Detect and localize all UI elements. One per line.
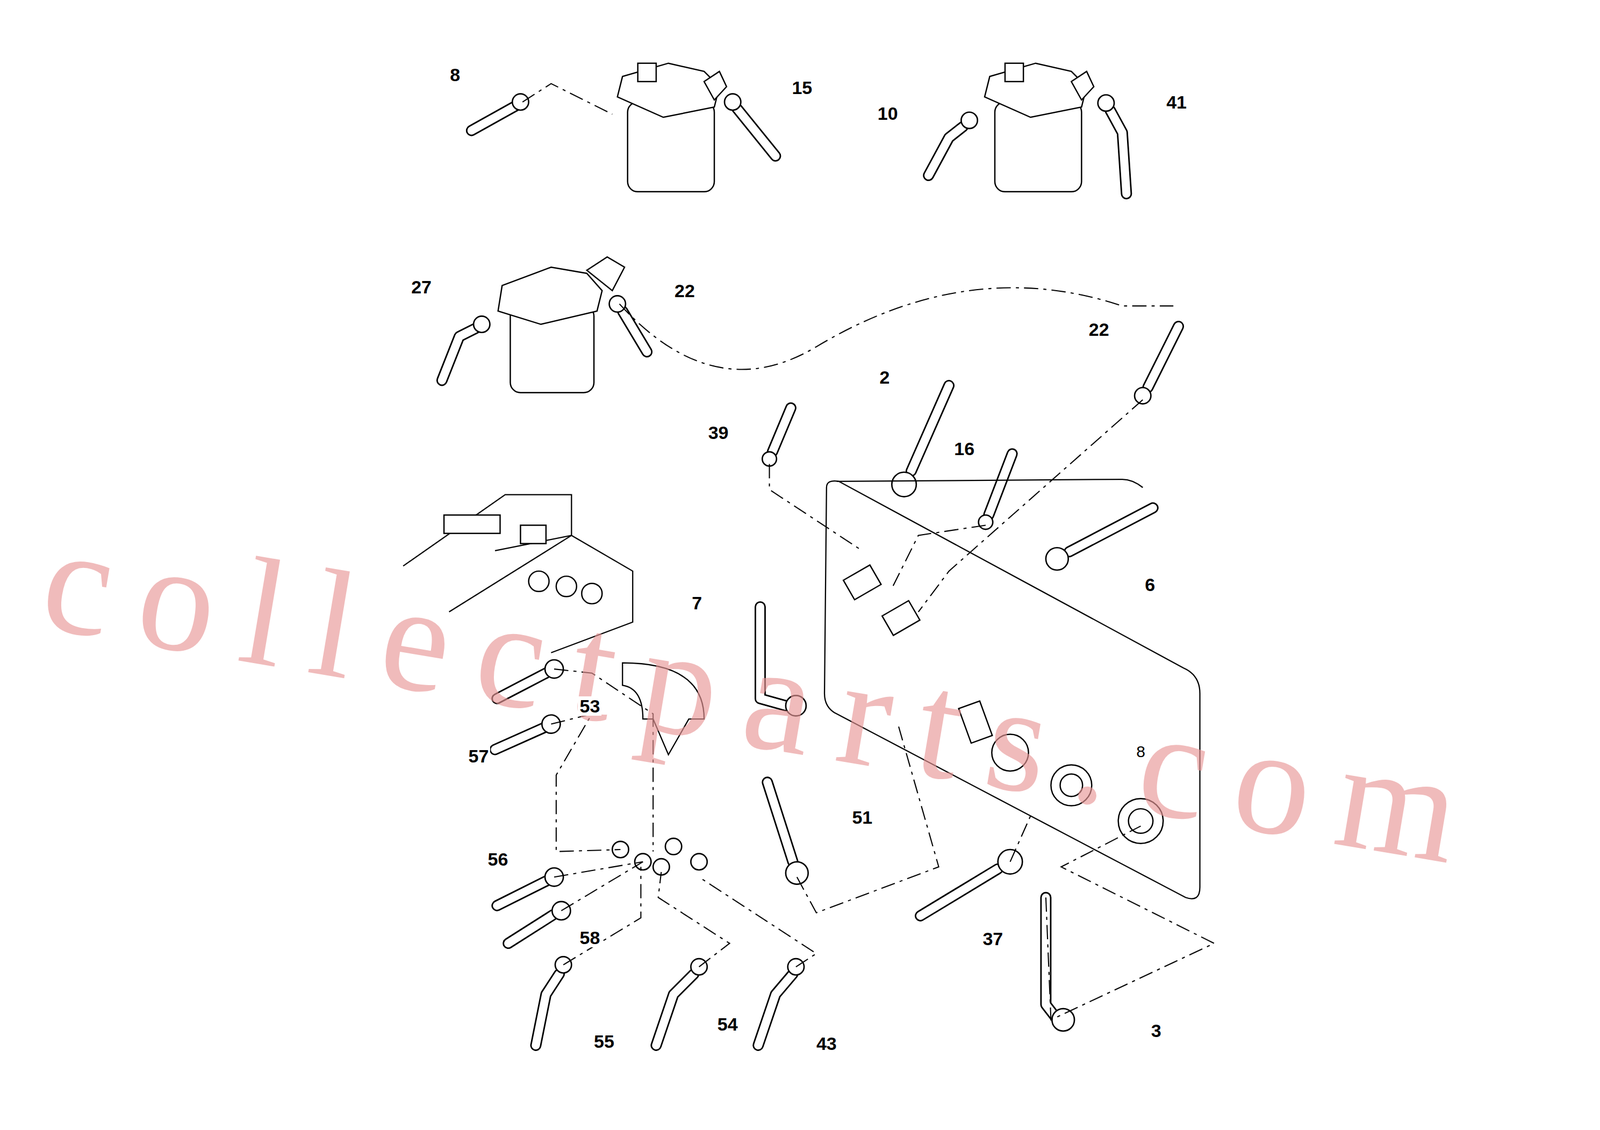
callout-number: 15	[790, 77, 814, 98]
callout-number: 27	[409, 277, 434, 297]
callout-number: 55	[592, 1031, 616, 1052]
callout-number: 10	[876, 103, 900, 124]
callout-number: 54	[715, 1014, 740, 1035]
callout-number: 39	[706, 422, 731, 443]
callout-number: 57	[467, 746, 491, 766]
callout-number: 22	[1087, 319, 1111, 340]
callout-number: 56	[486, 849, 511, 870]
callout-number: 8	[1134, 743, 1147, 761]
callout-number: 8	[448, 65, 462, 85]
callout-number: 22	[672, 281, 697, 301]
callout-number: 16	[952, 439, 977, 459]
callout-number: 3	[1149, 1021, 1164, 1041]
callout-number: 37	[980, 929, 1005, 949]
callout-number: 58	[577, 928, 602, 948]
callout-number: 41	[1164, 92, 1189, 112]
callout-number: 7	[690, 593, 704, 613]
callout-number: 2	[878, 367, 892, 387]
watermark: collectparts.com	[33, 500, 1498, 893]
callout-number: 53	[577, 696, 602, 716]
callout-number: 51	[850, 807, 874, 828]
callout-number: 43	[814, 1034, 839, 1054]
callout-number: 6	[1143, 575, 1157, 595]
